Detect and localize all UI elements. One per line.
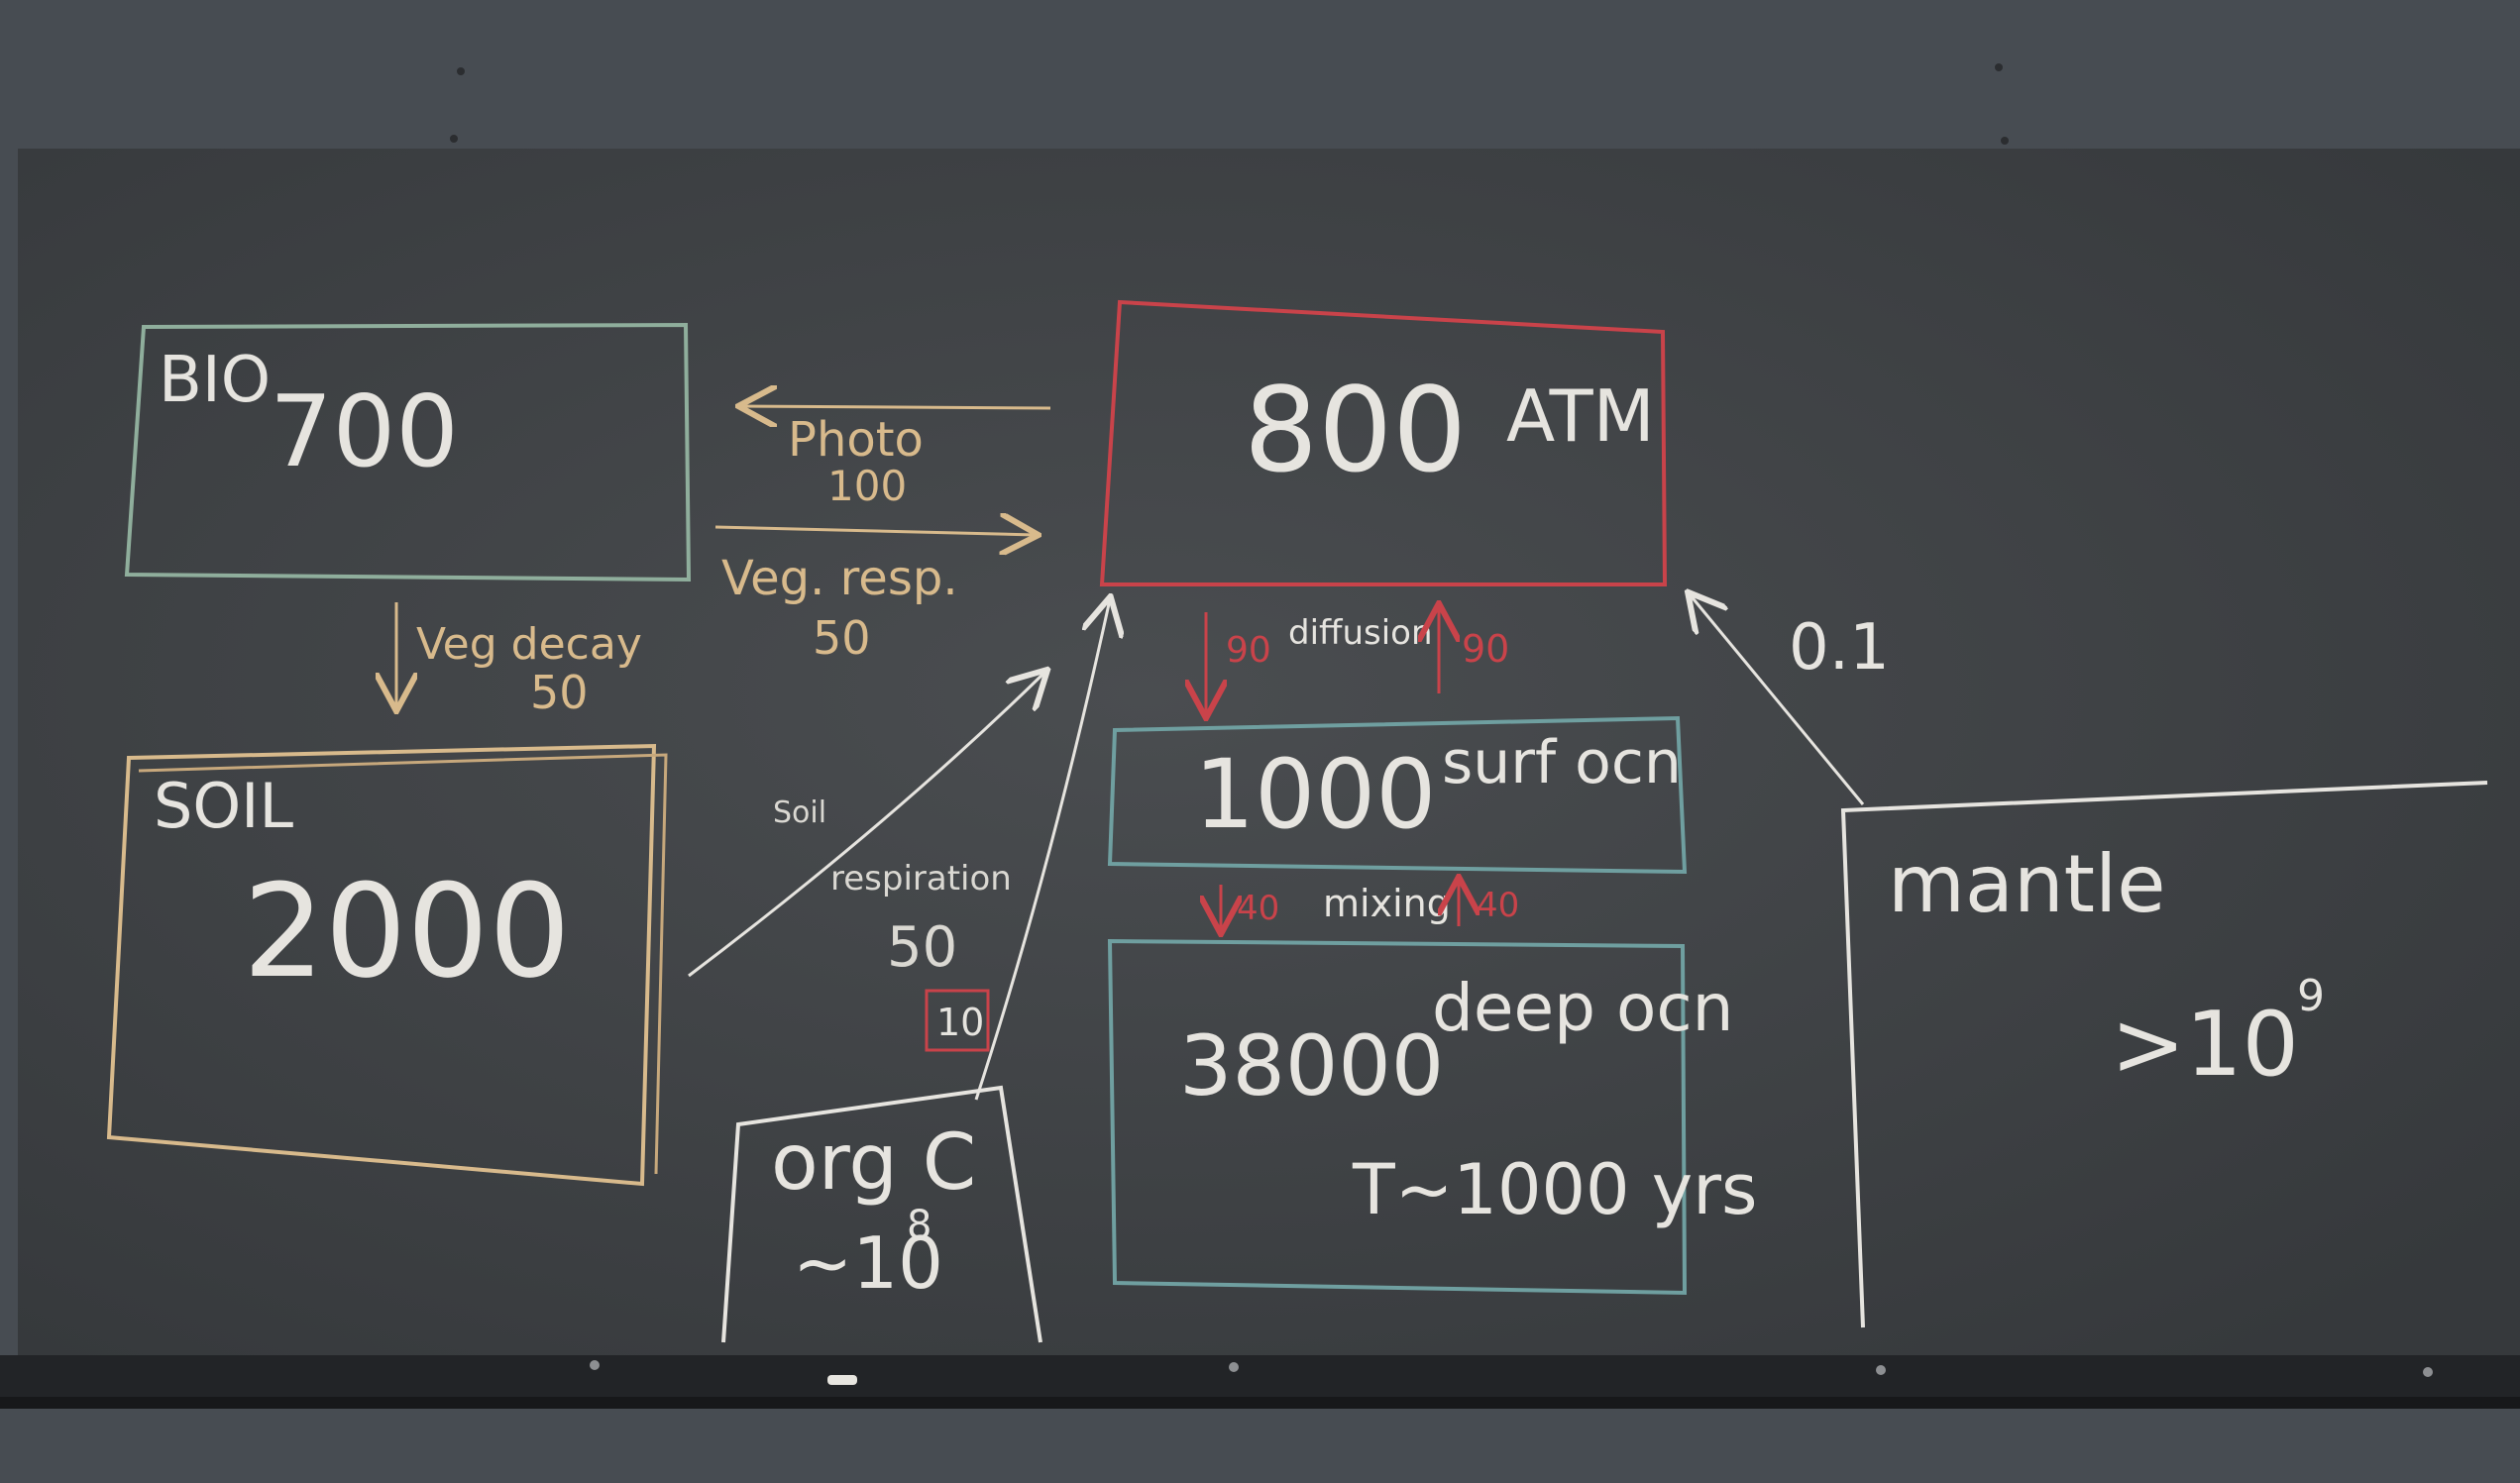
veg-resp-flux: Veg. resp. 50 [714,527,1036,665]
org-c-box [721,1085,1042,1343]
mantle-flux-value: 0.1 [1789,611,1890,685]
surf-ocn-label: surf ocn [1442,728,1682,797]
deep-ocn-reservoir: 38000 deep ocn T~1000 yrs [1107,938,1757,1296]
atm-reservoir: 800 ATM [1099,299,1668,586]
mantle-arrow [1690,594,1865,805]
wall-screw [450,135,458,143]
bio-box [124,322,692,583]
org-c-reservoir: org C ~10 8 [721,1085,1042,1343]
soil-respiration-label-top: Soil [773,795,826,830]
mantle-box [1840,781,2488,1328]
wall-screw [457,67,465,75]
soil-respiration-label: respiration [830,859,1012,899]
surf-ocn-reservoir: 1000 surf ocn [1107,715,1688,875]
org-c-value: ~10 [793,1221,943,1305]
wall-screw [2001,137,2009,145]
chalk-tray [0,1355,2520,1405]
soil-box [106,743,657,1187]
tray-screw [2423,1367,2433,1377]
org-c-arrow [974,599,1110,1101]
soil-label: SOIL [154,770,293,842]
veg-decay-value: 50 [530,666,589,719]
diffusion-label: diffusion [1288,613,1433,653]
chalk-piece [827,1375,857,1385]
org-c-exponent: 8 [907,1203,931,1248]
surf-ocn-box [1107,715,1688,875]
atm-box [1099,299,1668,586]
bio-value: 700 [270,373,459,489]
mixing-flux: 40 mixing 40 [1221,880,1519,931]
soil-box-inner [138,753,668,1175]
mantle-value: >10 [2111,993,2299,1097]
surf-ocn-value: 1000 [1194,739,1436,850]
mantle-flux: 0.1 [1690,594,1890,805]
mantle-exponent: 9 [2297,971,2325,1021]
mantle-reservoir: mantle >10 9 [1840,781,2488,1328]
chalk-tray-lip [0,1397,2520,1409]
org-c-label: org C [771,1118,976,1208]
soil-reservoir: SOIL 2000 [106,743,668,1187]
mixing-label: mixing [1323,882,1451,925]
tray-screw [590,1360,600,1370]
mixing-down-value: 40 [1237,889,1279,928]
veg-decay-label: Veg decay [416,619,642,670]
veg-decay-flux: Veg decay 50 [396,602,642,719]
photo-arrow [741,406,1051,408]
deep-ocn-label: deep ocn [1432,970,1733,1046]
tray-screw [1876,1365,1886,1375]
mantle-label: mantle [1888,838,2165,930]
tray-screw [1229,1362,1239,1372]
atm-value: 800 [1244,362,1467,498]
wall-screw [1995,63,2003,71]
org-c-flux-box [925,989,990,1052]
diffusion-up-value: 90 [1462,627,1509,671]
diffusion-flux: 90 diffusion 90 [1206,606,1509,715]
chalkboard [18,149,2520,1362]
photo-value: 100 [827,462,907,510]
org-c-flux-value: 10 [936,1001,984,1044]
soil-respiration-arrow [688,672,1045,978]
mixing-up-value: 40 [1477,886,1519,925]
bio-label: BIO [159,344,271,417]
veg-resp-arrow [714,527,1036,535]
soil-value: 2000 [243,856,571,1006]
veg-resp-label: Veg. resp. [721,551,958,606]
soil-respiration-flux: Soil respiration 50 [688,672,1045,980]
deep-ocn-residence: T~1000 yrs [1352,1149,1757,1230]
deep-ocn-box [1107,938,1688,1296]
atm-label: ATM [1506,374,1655,458]
deep-ocn-value: 38000 [1179,1017,1444,1114]
photo-label: Photo [788,412,924,468]
org-c-flux: 10 [925,599,1110,1101]
soil-respiration-value: 50 [887,915,957,980]
diffusion-down-value: 90 [1226,630,1271,671]
bio-reservoir: BIO 700 [124,322,692,583]
veg-resp-value: 50 [813,611,871,665]
photo-flux: Photo 100 [741,406,1051,510]
